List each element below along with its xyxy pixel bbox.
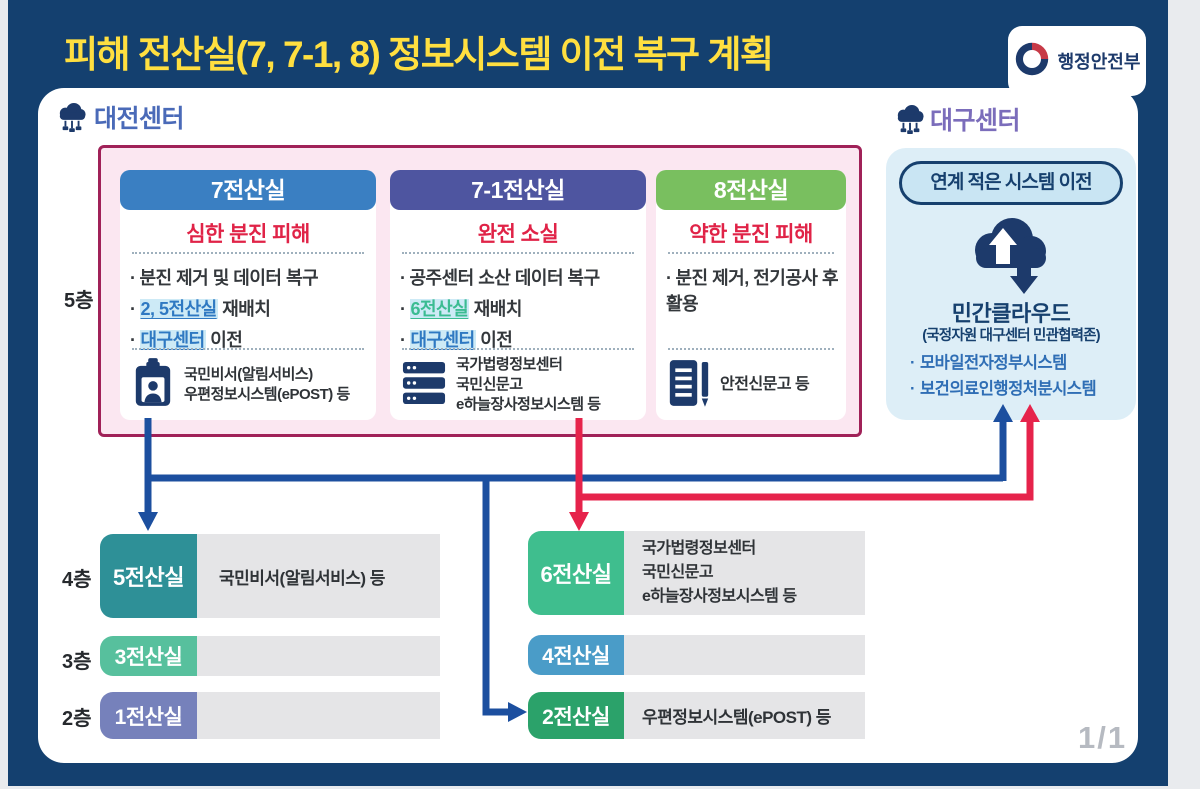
divider [132,348,364,350]
government-logo-icon [1014,41,1050,82]
system-names: 국가법령정보센터 국민신문고 e하늘장사정보시스템 등 [456,355,601,414]
floor-label-4: 4층 [62,569,92,591]
room-5-box: 5전산실 [100,534,197,618]
daejeon-center-label: 대전센터 [94,105,185,133]
page-title: 피해 전산실(7, 7-1, 8) 정보시스템 이전 복구 계획 [64,34,774,75]
list-item: 모바일전자정부시스템 [910,350,1096,376]
card-room-7: 7전산실 심한 분진 피해 분진 제거 및 데이터 복구 2, 5전산실 재배치… [120,170,376,420]
systems-footer: 국민비서(알림서비스) 우편정보시스템(ePOST) 등 [132,354,374,416]
system-names: 국민비서(알림서비스) 우편정보시스템(ePOST) 등 [184,365,350,403]
private-cloud-subtitle: (국정자원 대구센터 민관협력존) [922,328,1100,344]
damage-status: 심한 분진 피해 [186,223,310,246]
room-4-systems [624,635,865,675]
room-4-box: 4전산실 [528,635,624,675]
floor-label-2: 2층 [62,708,92,730]
ministry-name: 행정안전부 [1057,52,1141,72]
room-1-systems [197,692,440,739]
room-6-systems: 국가법령정보센터 국민신문고 e하늘장사정보시스템 등 [624,531,865,615]
server-icon [402,360,446,411]
room-3-systems [197,636,440,676]
system-names: 안전신문고 등 [720,376,810,394]
action-list: 분진 제거, 전기공사 후 활용 [666,260,842,322]
systems-footer: 안전신문고 등 [668,354,844,416]
list-item: 보건의료인행정처분시스템 [910,376,1097,402]
divider [668,252,834,254]
divider [132,252,364,254]
systems-footer: 국가법령정보센터 국민신문고 e하늘장사정보시스템 등 [402,354,644,416]
room-1-box: 1전산실 [100,692,197,739]
action-list: 공주센터 소산 데이터 복구 6전산실 재배치 대구센터 이전 [400,260,642,358]
room-3-box: 3전산실 [100,636,197,676]
room-5-systems: 국민비서(알림서비스) 등 [197,534,440,618]
action-list: 분진 제거 및 데이터 복구 2, 5전산실 재배치 대구센터 이전 [130,260,372,358]
room-2-systems: 우편정보시스템(ePOST) 등 [624,692,865,739]
list-item: 2, 5전산실 재배치 [130,296,372,322]
cloud-transfer-icon [965,212,1057,301]
card-room-7-1: 7-1전산실 완전 소실 공주센터 소산 데이터 복구 6전산실 재배치 대구센… [390,170,646,420]
divider [402,348,634,350]
card-room-8-header: 8전산실 [656,170,846,210]
divider [402,252,634,254]
ministry-logo-badge: 행정안전부 [1008,26,1146,96]
cloud-network-icon [56,102,88,137]
daegu-transfer-box: 연계 적은 시스템 이전 민간클라우드 (국정자원 대구센터 민관협력존) 모바… [886,148,1136,420]
transfer-pill-label: 연계 적은 시스템 이전 [899,161,1123,205]
page-counter-watermark: 1/1 [1078,720,1128,755]
card-room-7-1-header: 7-1전산실 [390,170,646,210]
list-item: 분진 제거 및 데이터 복구 [130,265,372,291]
room-2-box: 2전산실 [528,692,624,739]
floor-label-5: 5층 [64,290,94,312]
card-room-7-header: 7전산실 [120,170,376,210]
private-cloud-title: 민간클라우드 [951,301,1071,326]
divider [668,348,834,350]
id-badge-icon [132,357,174,413]
transfer-system-list: 모바일전자정부시스템 보건의료인행정처분시스템 [910,350,1097,403]
card-room-8: 8전산실 약한 분진 피해 분진 제거, 전기공사 후 활용 안전신문고 등 [656,170,846,420]
damage-status: 완전 소실 [477,223,559,246]
document-pen-icon [668,357,710,414]
list-item: 대구센터 이전 [130,327,372,353]
list-item: 분진 제거, 전기공사 후 활용 [666,265,842,317]
cloud-network-icon [894,104,926,139]
damage-status: 약한 분진 피해 [689,223,813,246]
room-6-box: 6전산실 [528,531,624,615]
floor-label-3: 3층 [62,651,92,673]
list-item: 대구센터 이전 [400,327,642,353]
list-item: 공주센터 소산 데이터 복구 [400,265,642,291]
daegu-center-label: 대구센터 [930,107,1021,135]
list-item: 6전산실 재배치 [400,296,642,322]
